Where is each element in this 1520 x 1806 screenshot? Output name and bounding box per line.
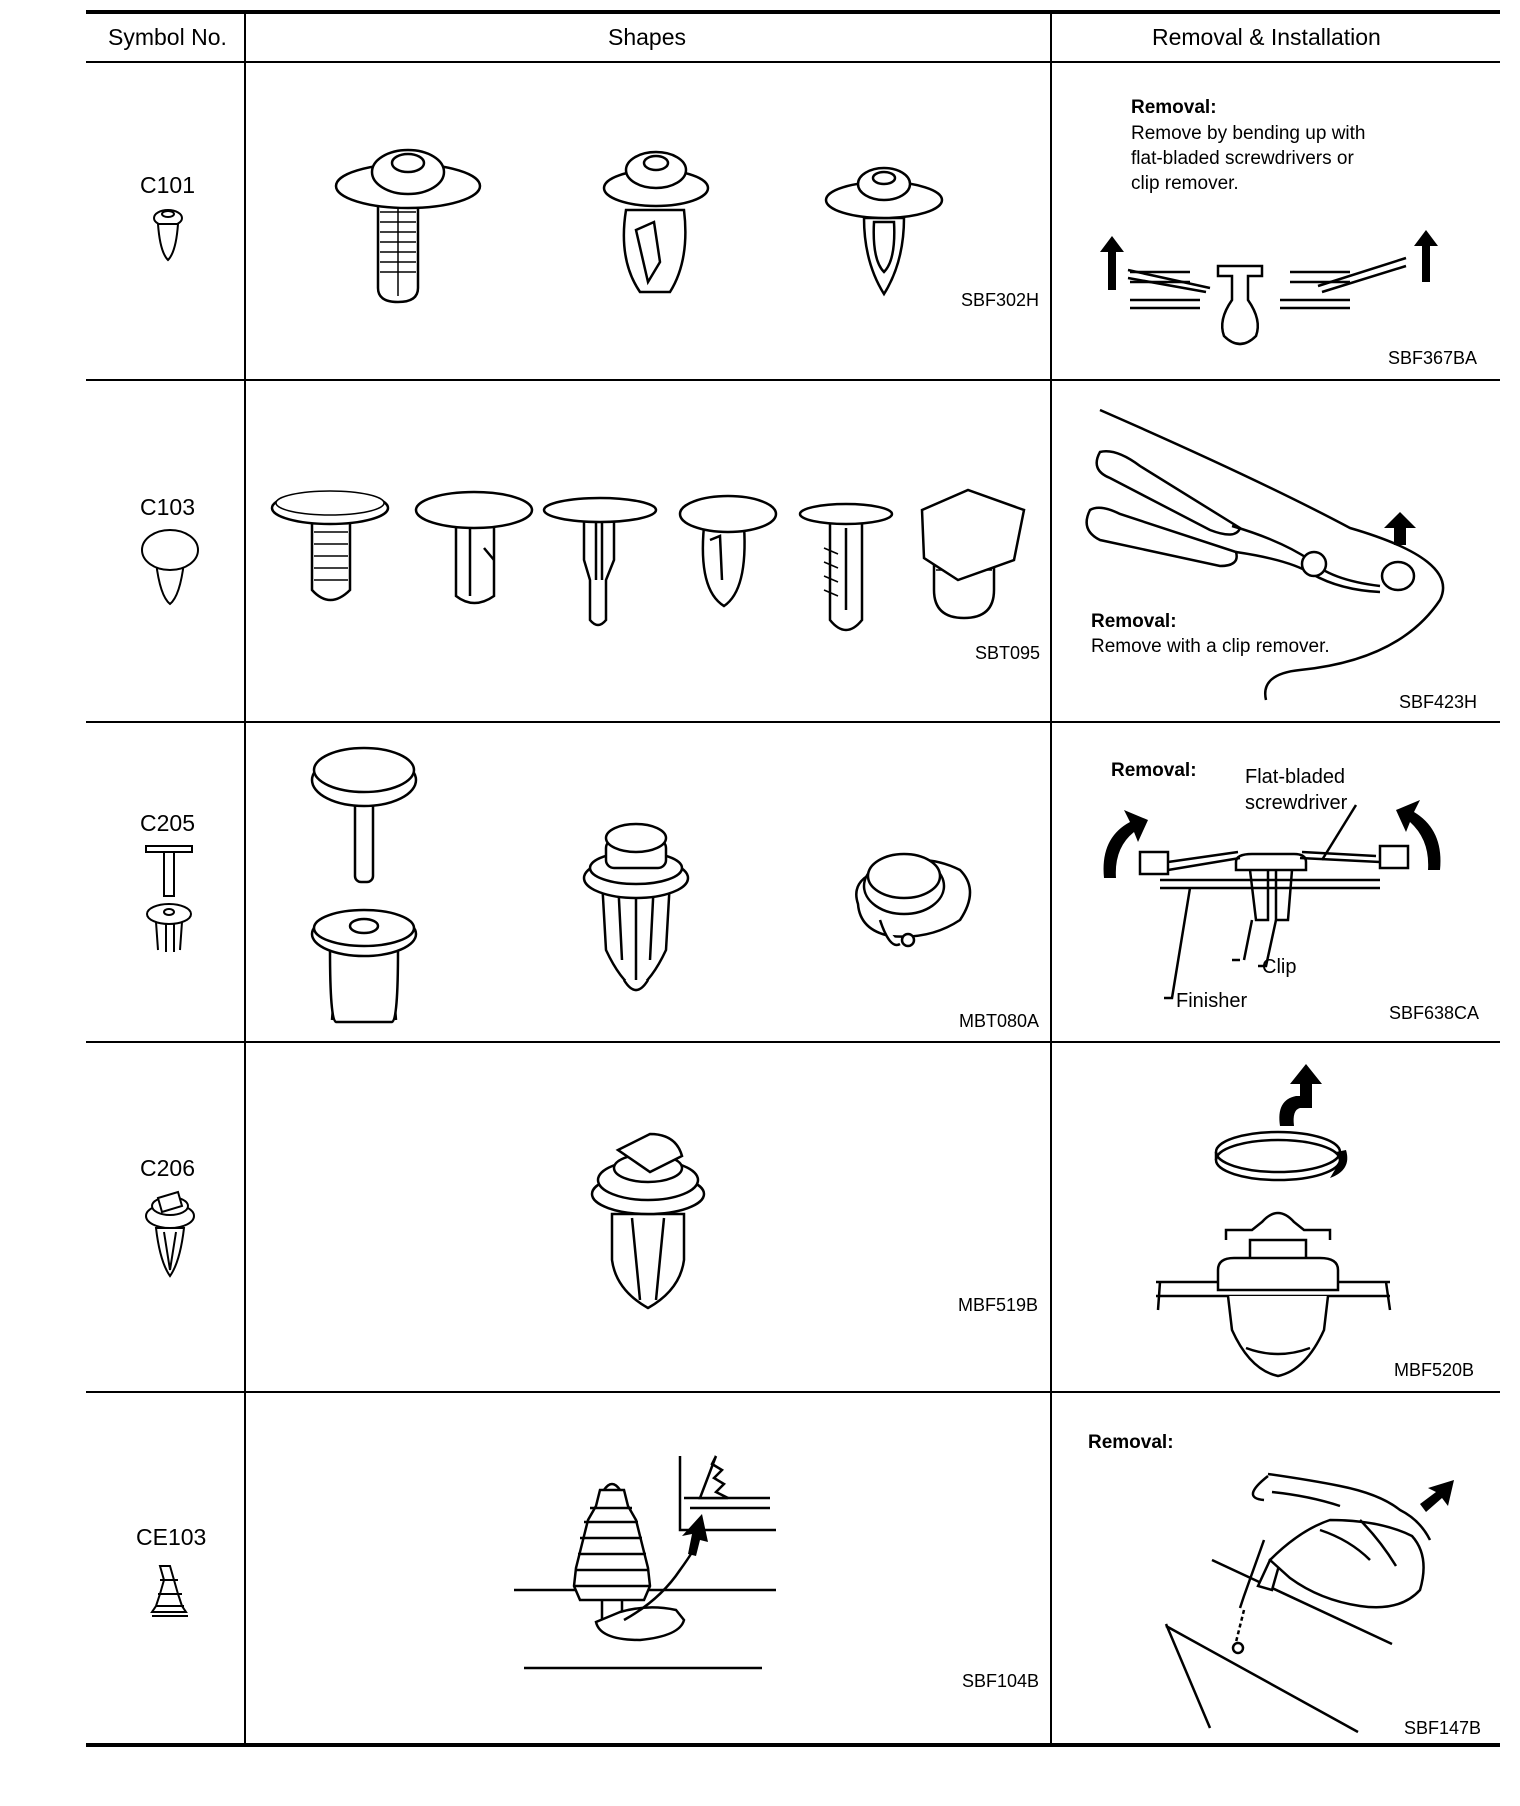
symbol-c101: C101 <box>140 172 195 198</box>
removal-title-c101: Removal: <box>1131 97 1217 118</box>
header-removal-installation: Removal & Installation <box>1152 24 1381 50</box>
shape-code-mbf519b: MBF519B <box>958 1295 1039 1315</box>
removal-title-c205: Removal: <box>1111 760 1197 781</box>
symbol-c103: C103 <box>140 494 195 520</box>
removal-title-c103: Removal: <box>1091 611 1177 632</box>
removal-text-c101-line3: clip remover. <box>1131 173 1239 194</box>
label-screwdriver: screwdriver <box>1245 792 1348 814</box>
removal-code-sbf367ba: SBF367BA <box>1388 348 1478 368</box>
header-symbol-no: Symbol No. <box>108 24 227 50</box>
removal-code-sbf147b: SBF147B <box>1404 1718 1482 1738</box>
shape-code-sbf104b: SBF104B <box>962 1671 1040 1691</box>
symbol-c205: C205 <box>140 810 195 836</box>
shape-code-sbf302h: SBF302H <box>961 290 1040 310</box>
removal-code-sbf638ca: SBF638CA <box>1389 1003 1480 1023</box>
removal-code-mbf520b: MBF520B <box>1394 1360 1475 1380</box>
removal-code-sbf423h: SBF423H <box>1399 692 1478 712</box>
header-shapes: Shapes <box>608 24 687 50</box>
label-finisher: Finisher <box>1176 990 1248 1012</box>
label-flat-bladed: Flat-bladed <box>1245 766 1346 788</box>
removal-text-c101-line1: Remove by bending up with <box>1131 123 1366 144</box>
symbol-c206: C206 <box>140 1155 195 1181</box>
label-clip: Clip <box>1262 956 1297 978</box>
symbol-ce103: CE103 <box>136 1524 207 1550</box>
removal-title-ce103: Removal: <box>1088 1432 1174 1453</box>
shape-code-sbt095: SBT095 <box>975 643 1041 663</box>
shape-code-mbt080a: MBT080A <box>959 1011 1040 1031</box>
removal-text-c103: Remove with a clip remover. <box>1091 636 1330 657</box>
removal-text-c101-line2: flat-bladed screwdrivers or <box>1131 148 1354 169</box>
